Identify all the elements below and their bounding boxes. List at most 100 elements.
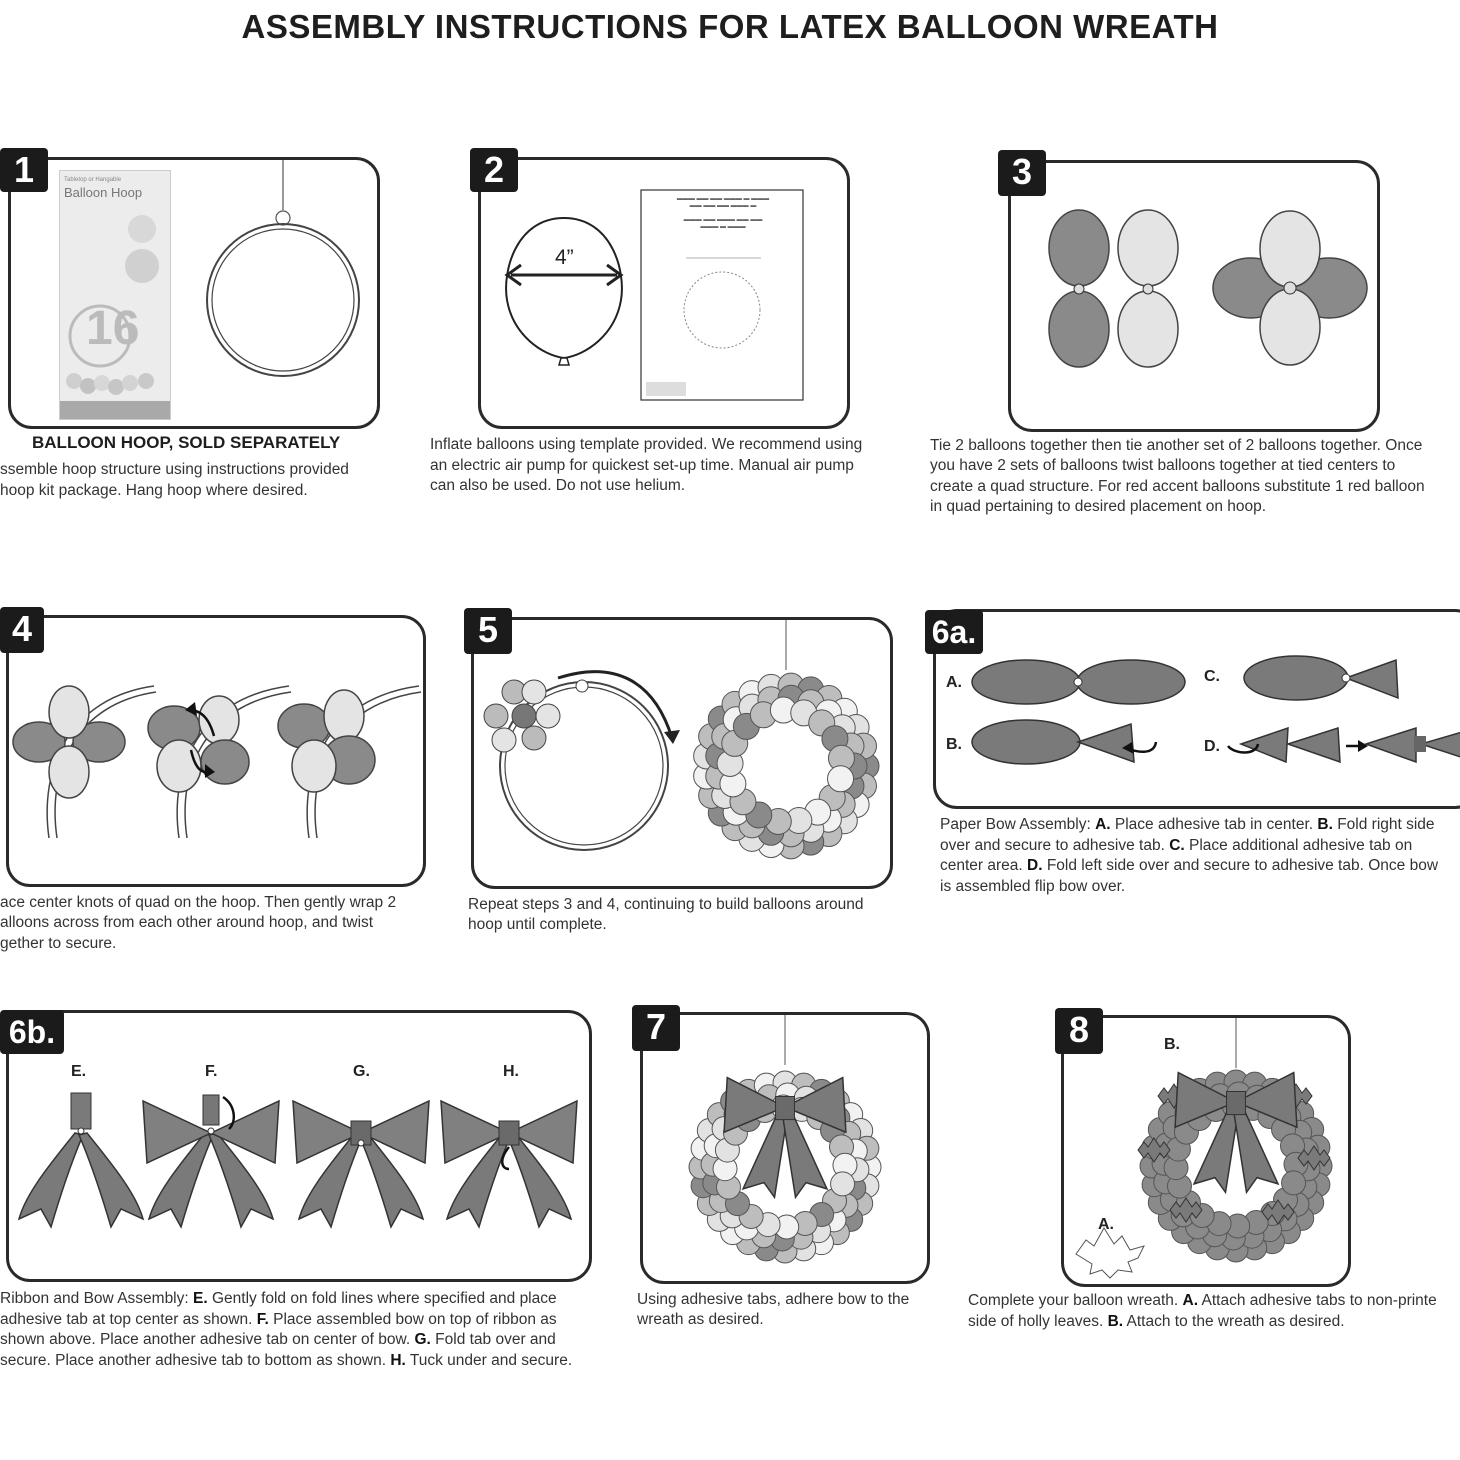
balloon-measure-label: 4” xyxy=(555,246,574,269)
step-number-4: 4 xyxy=(0,607,44,653)
step-2-panel: ▬▬▬ ▬▬ ▬▬ ▬▬▬ ▬ ▬▬▬▬▬ ▬▬ ▬▬ ▬▬▬ ▬▬▬▬ ▬▬ … xyxy=(478,157,850,429)
step-3-panel xyxy=(1008,160,1380,432)
caption-step-letter: A. xyxy=(1095,816,1111,833)
fold-arrow xyxy=(222,1095,236,1130)
hoop-kit-box-art xyxy=(60,215,170,419)
caption-step-letter: H. xyxy=(390,1351,406,1369)
caption-text: Complete your balloon wreath. xyxy=(968,1292,1183,1309)
adhesive-tab-dot xyxy=(207,1127,215,1135)
ribbon-step-letter-e: E. xyxy=(71,1063,87,1080)
balloon-template-illustration xyxy=(504,189,804,401)
caption-text: Fold right side xyxy=(1332,816,1435,833)
adhesive-tab-strip xyxy=(202,1094,220,1126)
holly-leaf xyxy=(1169,1197,1203,1223)
caption-step-letter: E. xyxy=(193,1290,208,1307)
holly-leaf xyxy=(1297,1145,1331,1171)
caption-text: Place adhesive tab in center. xyxy=(1110,816,1318,833)
step-1-caption-line-1: ssemble hoop structure using instruction… xyxy=(0,461,349,478)
hoop-kit-box-small-text: Tabletop or Hangable xyxy=(64,177,122,183)
step-number-3: 3 xyxy=(998,150,1046,196)
step-5-caption-line-2: hoop until complete. xyxy=(468,916,607,933)
hoop-kit-box-title: Balloon Hoop xyxy=(64,185,143,200)
caption-text: center area. xyxy=(940,857,1028,874)
wreath-balloon xyxy=(830,1171,856,1197)
step-6a-caption-line-2: over and secure to adhesive tab. C. Plac… xyxy=(940,836,1412,857)
bow-shape xyxy=(1174,1071,1298,1195)
caption-step-letter: C. xyxy=(1169,836,1185,854)
step-3-caption-line-1: Tie 2 balloons together then tie another… xyxy=(930,437,1423,454)
caption-text: Gently fold on fold lines where specifie… xyxy=(207,1290,557,1307)
step-6a-caption-line-1: Paper Bow Assembly: A. Place adhesive ta… xyxy=(940,815,1435,836)
caption-step-letter: B. xyxy=(1107,1312,1124,1330)
holly-leaf xyxy=(1137,1137,1171,1163)
hoop-sold-separately-heading: BALLOON HOOP, SOLD SEPARATELY xyxy=(32,433,341,452)
ribbon-tails xyxy=(297,1132,425,1229)
step-6b-caption-line-3: shown above. Place another adhesive tab … xyxy=(0,1330,556,1351)
step-6a-panel: A. B. C. D. xyxy=(933,609,1460,809)
final-step-letter-b: B. xyxy=(1164,1036,1180,1053)
final-step-letter-a: A. xyxy=(1098,1216,1114,1233)
step-8-caption-line-2: side of holly leaves. B. Attach to the w… xyxy=(968,1312,1345,1333)
step-4-caption-line-1: ace center knots of quad on the hoop. Th… xyxy=(0,894,397,911)
caption-text: Fold tab over and xyxy=(430,1331,556,1348)
caption-text: Place assembled bow on top of ribbon as xyxy=(268,1310,557,1328)
bow-wings xyxy=(292,1099,430,1165)
bow-knot xyxy=(498,1120,520,1146)
hoop-illustration xyxy=(206,160,360,377)
bow-step-letter-a: A. xyxy=(946,674,962,691)
step-7-panel xyxy=(640,1012,930,1284)
bow-step-letter-d: D. xyxy=(1204,738,1220,755)
paper-bow-assembly-illustration xyxy=(971,655,1460,765)
step-4-panel xyxy=(6,615,426,887)
adhesive-tab-dot xyxy=(77,1127,85,1135)
tuck-arrow xyxy=(501,1146,510,1171)
step-6b-panel: E. F. G. H. xyxy=(6,1010,592,1282)
bow-wings xyxy=(440,1099,578,1165)
balloon-pairs-illustration xyxy=(1048,209,1368,368)
step-number-1: 1 xyxy=(0,148,48,192)
step-1-caption-line-2: hoop kit package. Hang hoop where desire… xyxy=(0,482,308,499)
completed-wreath-illustration xyxy=(1075,1018,1333,1279)
caption-step-letter: G. xyxy=(414,1331,431,1348)
step-6b-caption-line-1: Ribbon and Bow Assembly: E. Gently fold … xyxy=(0,1289,557,1310)
ribbon-bow-assembly-illustration xyxy=(17,1092,578,1229)
caption-text: is assembled flip bow over. xyxy=(940,877,1126,895)
caption-text: Attach to the wreath as desired. xyxy=(1123,1312,1345,1330)
step-2-caption-line-3: can also be used. Do not use helium. xyxy=(430,477,686,494)
step-8-caption-line-1: Complete your balloon wreath. A. Attach … xyxy=(968,1291,1437,1312)
step-number-8: 8 xyxy=(1055,1008,1103,1054)
step-number-5: 5 xyxy=(464,608,512,654)
caption-text: Place additional adhesive tab on xyxy=(1184,836,1413,854)
caption-step-letter: B. xyxy=(1317,816,1333,833)
caption-text: adhesive tab at top center as shown. xyxy=(0,1310,257,1328)
holly-leaf-outline xyxy=(1075,1227,1145,1279)
wreath-build-illustration xyxy=(483,620,880,860)
bow-step-letter-c: C. xyxy=(1204,668,1220,685)
step-4-caption-line-2: alloons across from each other around ho… xyxy=(0,914,374,931)
template-instruction-text: ▬▬▬ ▬▬ ▬▬ ▬▬▬ ▬ ▬▬▬▬▬ ▬▬ ▬▬ ▬▬▬ ▬▬▬▬ ▬▬ … xyxy=(676,196,770,230)
holly-leaf xyxy=(1261,1199,1295,1225)
ribbon-step-letter-f: F. xyxy=(205,1063,218,1080)
step-number-7: 7 xyxy=(632,1005,680,1051)
quad-on-hoop-illustration xyxy=(12,685,422,839)
step-number-6a: 6a. xyxy=(925,610,983,654)
step-6a-caption-line-4: is assembled flip bow over. xyxy=(940,877,1125,898)
caption-text: side of holly leaves. xyxy=(968,1312,1108,1330)
step-6b-caption-line-2: adhesive tab at top center as shown. F. … xyxy=(0,1310,557,1331)
caption-text: Tuck under and secure. xyxy=(405,1351,573,1369)
wreath-with-bow-illustration xyxy=(688,1015,882,1264)
ribbon-tails xyxy=(445,1132,573,1229)
step-3-caption-line-2: you have 2 sets of balloons twist balloo… xyxy=(930,457,1396,474)
step-number-2: 2 xyxy=(470,148,518,192)
step-7-caption-line-1: Using adhesive tabs, adhere bow to the xyxy=(637,1291,910,1308)
adhesive-tab-dot xyxy=(357,1139,365,1147)
bow-wings xyxy=(142,1099,280,1165)
ribbon-tails xyxy=(147,1132,275,1229)
step-1-panel: Tabletop or Hangable Balloon Hoop 16 xyxy=(8,157,380,429)
step-2-caption-line-1: Inflate balloons using template provided… xyxy=(430,436,863,453)
caption-text: Ribbon and Bow Assembly: xyxy=(0,1290,193,1307)
caption-text: shown above. Place another adhesive tab … xyxy=(0,1331,415,1348)
wreath-balloon xyxy=(1281,1170,1307,1196)
step-3-caption-line-3: create a quad structure. For red accent … xyxy=(930,478,1425,495)
page-title: ASSEMBLY INSTRUCTIONS FOR LATEX BALLOON … xyxy=(241,8,1219,45)
